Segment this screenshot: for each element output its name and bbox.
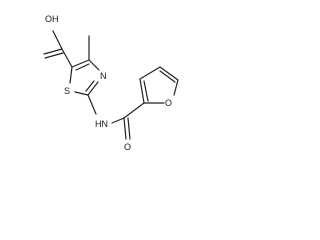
bond-c4-n3 [88,59,100,71]
amide-nh-label: HN [95,119,108,129]
bond-fc3-fc4 [139,66,161,80]
bond-carbonyl-o-1 [123,117,127,140]
bond-c2-s1 [74,91,89,96]
amide-oxygen-label: O [124,142,131,152]
molecule-structure-diagram: OH N S HN O O [43,14,179,152]
furan-oxygen-label: O [165,98,172,108]
bond-c-oh [52,30,63,50]
bond-n3-c2-inner [85,80,95,92]
bond-n3-c2 [87,81,99,96]
bond-fc2-fc3-inner [143,80,149,102]
thiazole-nitrogen-label: N [100,71,107,81]
bond-c5-c4 [71,59,90,68]
amide-linker: HN O [87,94,131,152]
bond-s1-c5 [69,66,73,84]
furan-ring: O [123,66,179,119]
bond-acid-to-ring [61,48,73,68]
bond-carbonyl-furan [123,102,145,119]
carboxylic-acid-group: OH [43,14,73,68]
bond-fc4-fc5-inner [159,70,176,83]
bond-c5-c4-inner [75,63,90,71]
bond-nh-carbonyl [111,117,125,124]
bond-c-eq-o-2 [44,52,64,59]
hydroxyl-label: OH [45,14,59,24]
bond-carbonyl-o-2 [127,117,131,140]
bond-fc4-fc5 [159,66,179,81]
bond-fc2-fc3 [139,78,145,104]
thiazole-sulfur-label: S [64,86,70,96]
thiazole-ring: N S [64,35,107,96]
bond-c-eq-o-1 [43,48,63,55]
bond-c2-nh [87,94,97,115]
bond-fc5-fo [173,79,179,96]
